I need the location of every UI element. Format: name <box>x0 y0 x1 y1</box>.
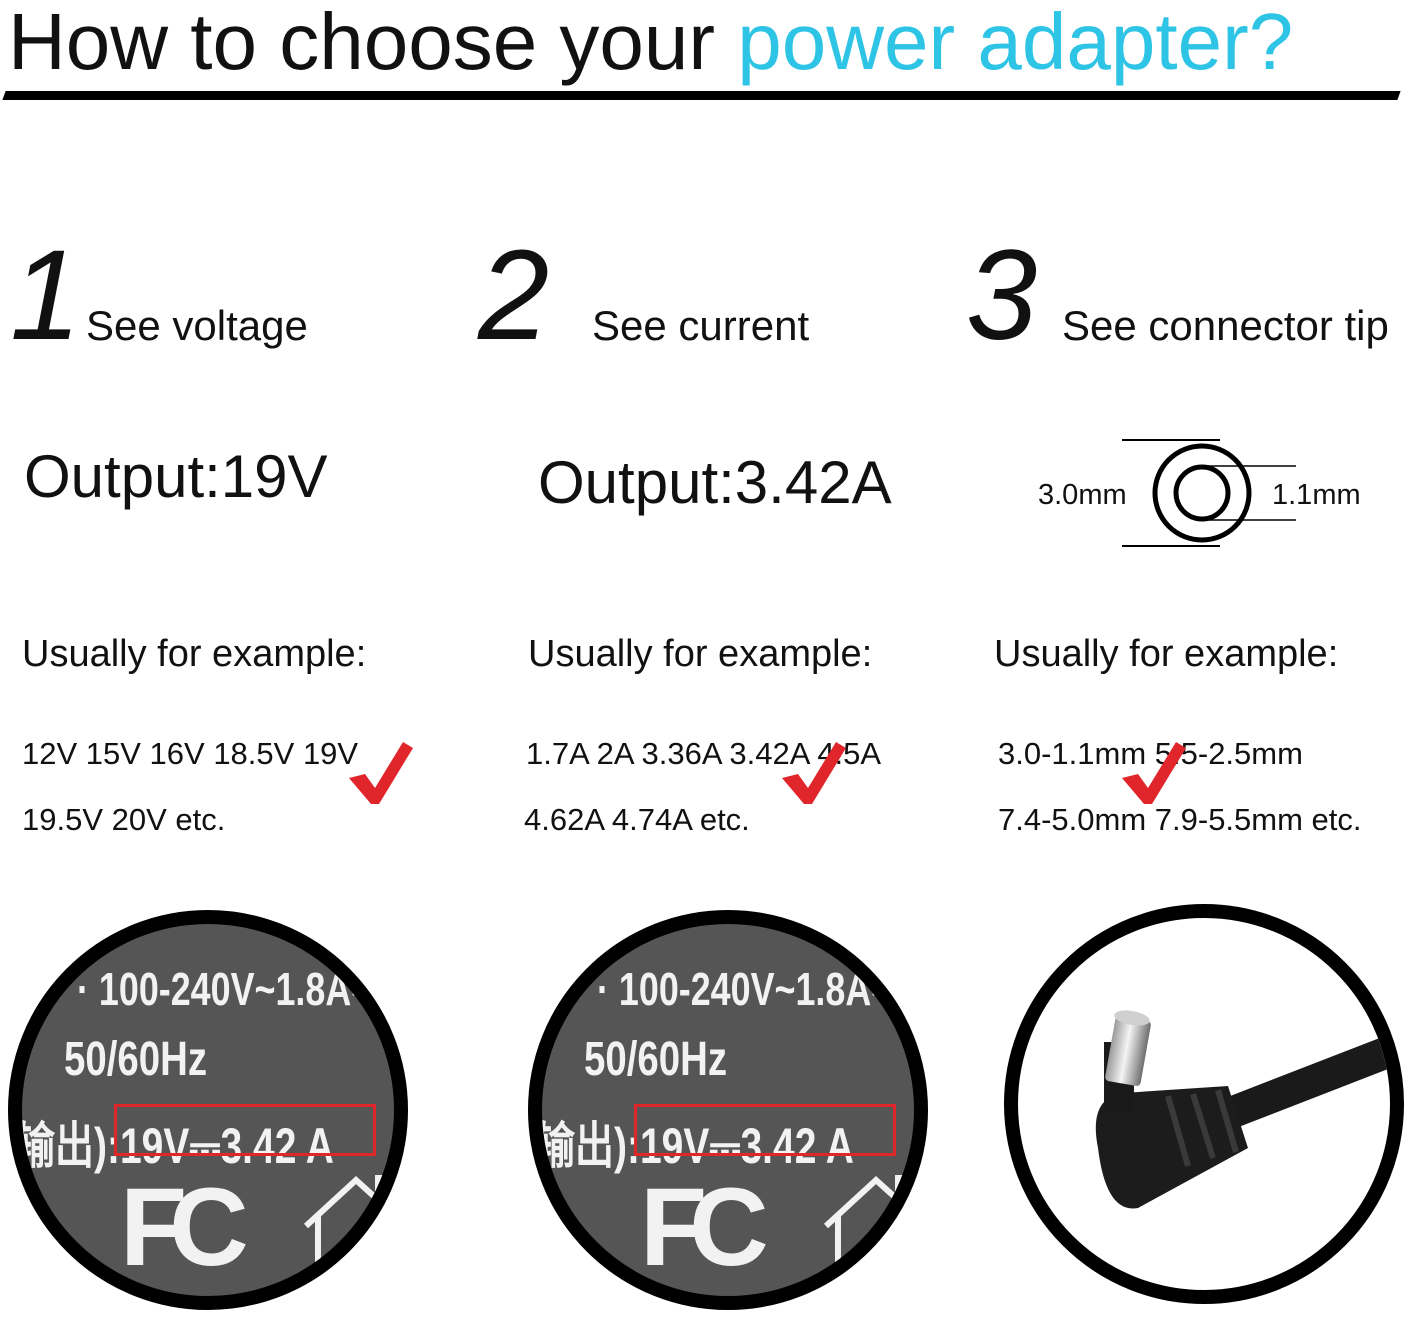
output-highlight-box <box>114 1104 376 1156</box>
step-2-usually: Usually for example: <box>528 633 873 675</box>
dc-plug-illustration <box>1095 1010 1390 1209</box>
connector-tip-diagram-icon <box>1122 439 1296 547</box>
step-3-label: See connector tip <box>1062 302 1389 349</box>
step-3-example-line1: 3.0-1.1mm 5.5-2.5mm <box>998 736 1303 771</box>
fc-logo-icon: FC <box>120 1166 249 1289</box>
fc-logo-icon: FC <box>640 1166 769 1289</box>
house-icon <box>823 1175 914 1270</box>
page-title: How to choose your power adapter? <box>8 0 1293 90</box>
label-input-spec: · 100-240V~1.8A- <box>77 963 364 1015</box>
house-icon <box>303 1175 394 1270</box>
step-1-example-line2: 19.5V 20V etc. <box>22 802 226 837</box>
step-1-label: See voltage <box>86 302 308 349</box>
step-2-example-line2: 4.62A 4.74A etc. <box>524 802 750 837</box>
step-3-number: 3 <box>966 224 1038 367</box>
check-mark-icon <box>349 742 413 804</box>
check-mark-icon <box>1122 742 1186 804</box>
step-2-output: Output:3.42A <box>538 449 892 516</box>
dc-plug-photo <box>1004 904 1404 1304</box>
outer-diameter-label: 3.0mm <box>1038 479 1127 511</box>
step-3-usually: Usually for example: <box>994 633 1339 675</box>
step-1-usually: Usually for example: <box>22 633 367 675</box>
label-input-spec: · 100-240V~1.8A- <box>597 963 884 1015</box>
label-output-spec: 输出):19V⎓3.42 A <box>16 1118 334 1174</box>
title-main: How to choose your <box>8 0 738 86</box>
step-1-output: Output:19V <box>24 443 328 510</box>
output-highlight-box <box>634 1104 896 1156</box>
step-2-label: See current <box>592 302 810 349</box>
step-1-number: 1 <box>10 224 82 367</box>
step-1-example-line1: 12V 15V 16V 18.5V 19V <box>22 736 359 771</box>
label-frequency: 50/60Hz <box>584 1033 728 1086</box>
label-closeup-2: · 100-240V~1.8A- 50/60Hz 输出):19V⎓3.42 A … <box>528 910 928 1310</box>
label-frequency: 50/60Hz <box>64 1033 208 1086</box>
title-highlight: power adapter? <box>737 0 1294 86</box>
label-output-spec: 输出):19V⎓3.42 A <box>536 1118 854 1174</box>
inner-diameter-label: 1.1mm <box>1272 479 1361 511</box>
step-2-number: 2 <box>478 224 550 367</box>
check-mark-icon <box>782 742 846 804</box>
step-3-example-line2: 7.4-5.0mm 7.9-5.5mm etc. <box>998 802 1362 837</box>
title-underline <box>2 91 1401 100</box>
label-closeup-1: · 100-240V~1.8A- 50/60Hz 输出):19V⎓3.42 A … <box>8 910 408 1310</box>
